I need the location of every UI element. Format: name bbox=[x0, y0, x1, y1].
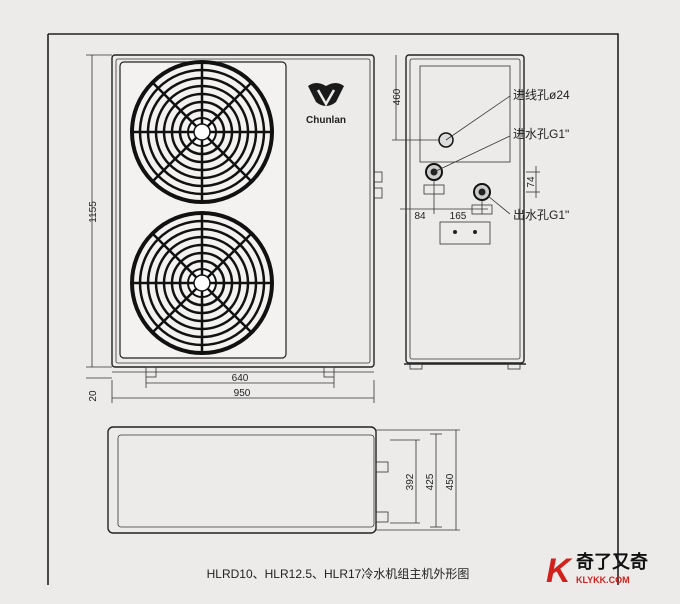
top-fitting-upper bbox=[375, 461, 389, 473]
top-view: 392 425 450 bbox=[107, 426, 460, 534]
side-access-panel bbox=[419, 65, 511, 163]
top-mid-depth-label: 425 bbox=[425, 473, 436, 490]
drawing-caption: HLRD10、HLR12.5、HLR17冷水机组主机外形图 bbox=[207, 567, 470, 581]
side-bottom-fitting bbox=[439, 221, 491, 245]
water-outlet-callout: 出水孔G1" bbox=[513, 208, 569, 222]
upper-fan bbox=[130, 60, 274, 204]
side-foot-right bbox=[507, 363, 521, 370]
watermark-logo-icon: K bbox=[546, 552, 573, 590]
watermark-url: KLYKK.COM bbox=[576, 575, 630, 585]
front-side-fitting-top bbox=[373, 171, 383, 183]
site-watermark: K 奇了又奇 KLYKK.COM bbox=[546, 551, 648, 590]
watermark-brand-text: 奇了又奇 bbox=[576, 551, 648, 572]
front-cabinet-outline bbox=[111, 54, 375, 368]
drawing-frame bbox=[48, 33, 619, 585]
front-inner-width-label: 640 bbox=[232, 373, 249, 384]
top-depth-label: 450 bbox=[445, 473, 456, 490]
side-offset-label: 74 bbox=[526, 176, 537, 188]
front-width-label: 950 bbox=[234, 388, 251, 399]
front-height-label: 1155 bbox=[88, 201, 99, 223]
logo-mark-icon bbox=[308, 83, 344, 106]
side-top-label: 460 bbox=[392, 88, 403, 105]
front-view: Chunlan 1155 20 640 950 bbox=[86, 54, 383, 403]
side-foot-left bbox=[409, 363, 423, 370]
side-left-label: 84 bbox=[414, 211, 426, 222]
side-spacing-label: 165 bbox=[450, 211, 467, 222]
front-foot-label: 20 bbox=[88, 390, 99, 402]
water-inlet-callout: 进水孔G1" bbox=[513, 127, 569, 141]
front-cabinet-inner bbox=[115, 58, 371, 364]
side-view: 460 74 84 165 进线孔ø24 进水孔G1" 出水孔G1" bbox=[392, 54, 570, 370]
top-cabinet-outline bbox=[107, 426, 377, 534]
top-cabinet-inner bbox=[117, 434, 375, 528]
top-fitting-lower bbox=[375, 511, 389, 523]
wire-hole-callout: 进线孔ø24 bbox=[513, 88, 570, 102]
front-side-fitting-bottom bbox=[373, 187, 383, 199]
lower-fan bbox=[130, 211, 274, 355]
logo-text: Chunlan bbox=[306, 115, 346, 126]
brand-logo: Chunlan bbox=[306, 83, 346, 126]
top-inner-depth-label: 392 bbox=[405, 473, 416, 490]
